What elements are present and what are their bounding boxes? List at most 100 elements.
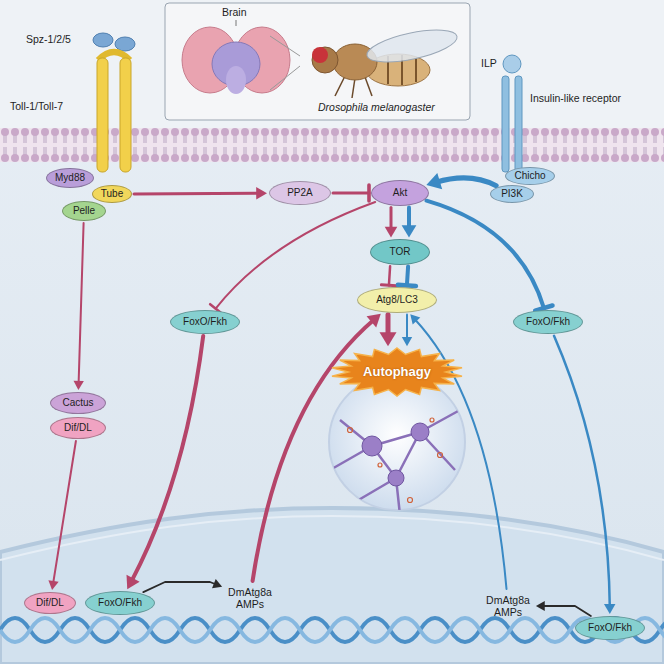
cytoplasm (0, 128, 664, 664)
arrowhead (402, 225, 417, 237)
gene-label: DmAtg8a AMPs (483, 592, 533, 620)
connector-line (542, 606, 591, 616)
neuron-drawing (408, 498, 413, 503)
connector-line (390, 207, 393, 230)
arrowhead (426, 173, 442, 189)
connector (73, 223, 83, 390)
connector (253, 314, 381, 581)
connector (333, 185, 369, 201)
fly-drawing (270, 24, 460, 98)
node-text: Autophagy (363, 365, 431, 380)
protein-oval: Myd88 (46, 168, 94, 188)
neuron-drawing (330, 410, 460, 515)
connector (143, 579, 222, 592)
connector-line (406, 315, 408, 340)
connector (48, 441, 76, 590)
connector-line (333, 192, 369, 195)
connector-line (427, 201, 544, 308)
toll-receptor (93, 33, 113, 47)
text-label: Insulin-like receptor (530, 92, 621, 105)
connector (402, 207, 417, 237)
connector-line (389, 266, 390, 285)
connector (210, 202, 375, 313)
node-text: PP2A (287, 187, 313, 199)
node-text: DmAtg8a AMPs (228, 586, 272, 610)
connector-line (79, 223, 84, 384)
protein-oval: Pelle (62, 201, 106, 221)
fly-drawing (270, 66, 300, 90)
protein-oval: Cactus (50, 392, 106, 414)
toll-receptor (97, 58, 108, 172)
connector (402, 315, 412, 347)
text-label: Brain (222, 6, 247, 19)
arrowhead (380, 332, 397, 346)
connector-line (134, 192, 259, 196)
brain-drawing (226, 66, 246, 94)
protein-oval: Chicho (505, 167, 555, 185)
node-text: FoxO/Fkh (588, 622, 632, 634)
inset-panel (165, 3, 470, 120)
fly-drawing (365, 77, 372, 96)
neuron-drawing (378, 463, 382, 467)
connector (127, 336, 204, 589)
protein-oval: FoxO/Fkh (85, 591, 155, 615)
arrowhead (410, 314, 420, 324)
neuron-drawing (388, 470, 404, 486)
text-label: Toll-1/Toll-7 (10, 100, 63, 113)
connector-line (53, 441, 76, 584)
toll-receptor (115, 37, 135, 51)
neuron-drawing (348, 428, 353, 433)
nucleus (0, 516, 664, 560)
arrowhead (385, 227, 398, 238)
protein-oval: PP2A (269, 181, 331, 205)
fly-drawing (364, 24, 459, 69)
connector-line (216, 202, 376, 309)
connector-line (131, 336, 203, 582)
arrowhead (127, 575, 140, 589)
node-text: FoxO/Fkh (526, 316, 570, 328)
fly-drawing (270, 36, 300, 56)
node-text: Tube (101, 188, 123, 200)
dna-helix (0, 618, 664, 642)
node-text: Pelle (73, 205, 95, 217)
insulin-receptor (503, 55, 521, 73)
connector (536, 601, 591, 616)
fly-drawing (312, 47, 338, 73)
fly-drawing (335, 76, 345, 96)
node-text: DmAtg8a AMPs (486, 594, 530, 618)
connector (380, 315, 397, 347)
insulin-receptor (515, 76, 522, 172)
connector-line (554, 336, 610, 607)
insulin-receptor (502, 76, 509, 172)
text-label: ILP (481, 57, 497, 70)
connector-line (143, 582, 216, 592)
cytoplasm (0, 128, 664, 664)
node-text: Atg8/LC3 (376, 294, 418, 306)
neuron-drawing (330, 410, 460, 515)
protein-oval: FoxO/Fkh (575, 616, 645, 640)
protein-oval: FoxO/Fkh (513, 310, 583, 334)
arrowhead (212, 579, 222, 588)
connector (554, 336, 615, 614)
protein-oval: Dif/DL (50, 417, 106, 439)
neuron-drawing (438, 453, 443, 458)
neuron-drawing (411, 423, 429, 441)
protein-oval: Atg8/LC3 (357, 287, 437, 313)
dna-helix (0, 618, 664, 642)
node-text: Dif/DL (64, 422, 92, 434)
node-text: PI3K (501, 188, 523, 200)
arrowhead (402, 337, 412, 346)
arrowhead (48, 580, 58, 590)
connector-line (253, 320, 375, 581)
connector (385, 207, 398, 237)
node-text: FoxO/Fkh (183, 316, 227, 328)
inhibition-bar (398, 285, 416, 286)
node-text: TOR (390, 246, 411, 258)
protein-oval: TOR (370, 239, 430, 265)
gene-label: DmAtg8a AMPs (225, 584, 275, 612)
arrowhead (536, 601, 545, 611)
brain-drawing (182, 20, 290, 94)
neuron-drawing (362, 436, 382, 456)
